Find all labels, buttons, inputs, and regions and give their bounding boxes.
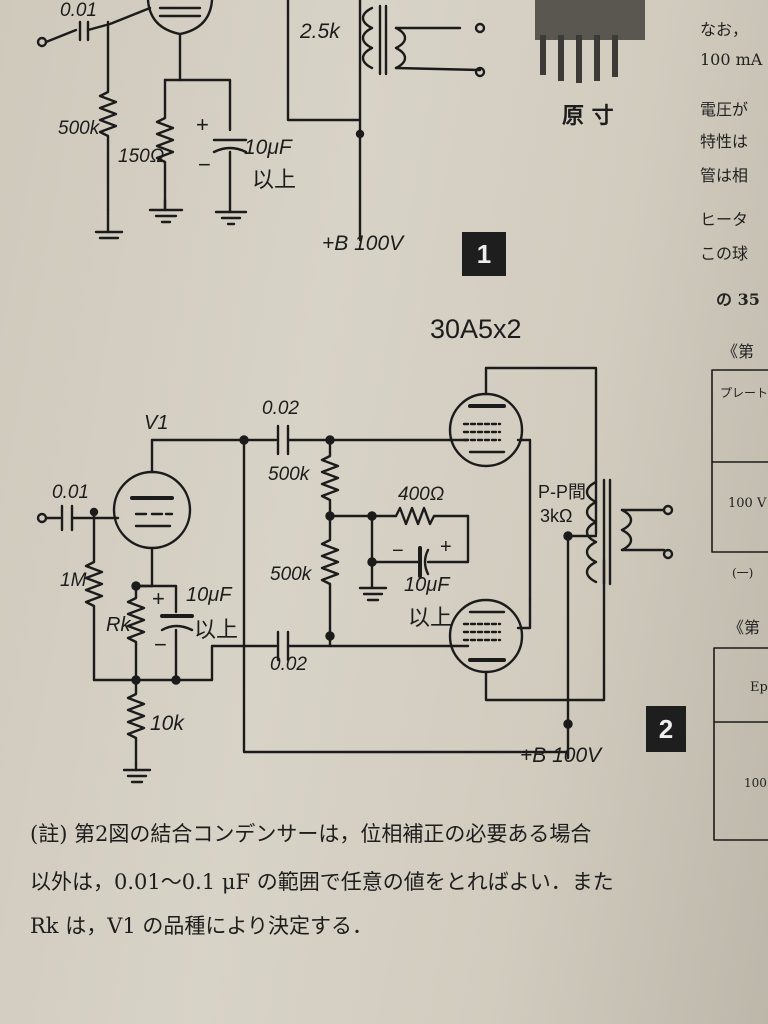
photo-caption: 原 寸 <box>562 104 614 129</box>
fig2-grid-resistor-label: 1M <box>60 570 87 591</box>
fig2-500k-top-label: 500k <box>268 464 310 485</box>
right-col-line-7: この球 <box>700 244 749 263</box>
right-tables <box>711 369 768 841</box>
fig2-cap-in-label: 0.01 <box>52 482 89 503</box>
table2-value: 100 <box>744 776 767 790</box>
fig1-supply-label: +B 100V <box>322 232 404 255</box>
note-line-3: Rk は，V1 の品種により決定する． <box>30 914 373 938</box>
fig1-bypass-cap-label: 10μF <box>244 136 292 159</box>
right-col-line-5: 管は相 <box>700 166 749 185</box>
fig2-10k-label: 10k <box>150 712 184 735</box>
right-col-line-4: 特性は <box>700 132 749 151</box>
fig2-pp-value: 3kΩ <box>540 506 573 526</box>
right-col-line-3: 電圧が <box>700 100 749 119</box>
right-col-line-6: ヒータ <box>700 210 749 229</box>
right-col-bold-line: の 35 <box>716 290 760 309</box>
table1-header: プレート電圧 Ep <box>720 386 768 400</box>
fig1-cap-in-label: 0.01 <box>60 0 97 21</box>
fig2-bias-minus-sign: − <box>392 540 404 562</box>
fig2-v1-label: V1 <box>144 412 169 434</box>
fig1-bypass-cap-note: 以上 <box>252 168 297 193</box>
figure2-badge: 2 <box>646 706 686 752</box>
fig2-coupling-cap-bottom-label: 0.02 <box>270 654 307 675</box>
table1-title: 《第 <box>722 342 755 361</box>
fig2-cathode-cap-note: 以上 <box>194 618 239 643</box>
note-line-1: (註) 第2図の結合コンデンサーは，位相補正の必要ある場合 <box>30 822 592 846</box>
fig2-pp-label: P-P間 <box>538 482 587 502</box>
fig2-bias-plus-sign: + <box>440 536 452 558</box>
fig1-transformer-label: 2.5k <box>300 20 340 43</box>
tube-photo <box>535 0 645 83</box>
right-col-line-1: なお， <box>700 20 749 39</box>
fig2-plus-sign: + <box>152 586 165 611</box>
fig1-grid-resistor-label: 500k <box>58 118 100 139</box>
fig1-plus-sign: + <box>196 112 209 137</box>
fig2-rk-label: Rk <box>106 614 131 636</box>
fig2-tube-label: 30A5x2 <box>430 314 522 344</box>
note-line-2: 以外は，0.01～0.1 μF の範囲で任意の値をとればよい．また <box>30 870 614 894</box>
fig1-minus-sign: − <box>198 152 211 177</box>
table1-value: 100 V <box>728 496 767 511</box>
figure1-circuit <box>36 0 486 242</box>
figure2-circuit <box>36 366 674 784</box>
table2-header: Ep <box>750 680 768 695</box>
figure1-badge: 1 <box>462 232 506 276</box>
fig2-minus-sign: − <box>154 632 167 657</box>
fig2-cathode-cap-label: 10μF <box>186 584 232 606</box>
fig2-supply-label: +B 100V <box>520 744 602 767</box>
fig2-bias-cap-label: 10μF <box>404 574 450 596</box>
fig2-500k-bottom-label: 500k <box>270 564 312 585</box>
fig2-400ohm-label: 400Ω <box>398 484 445 505</box>
fig1-cathode-resistor-label: 150Ω <box>118 146 165 167</box>
fig2-bias-cap-note: 以上 <box>408 606 453 631</box>
fig2-coupling-cap-top-label: 0.02 <box>262 398 299 419</box>
table1-note: (一) <box>732 566 754 580</box>
right-col-line-2: 100 mA <box>700 50 763 69</box>
table2-title: 《第 <box>728 618 761 637</box>
